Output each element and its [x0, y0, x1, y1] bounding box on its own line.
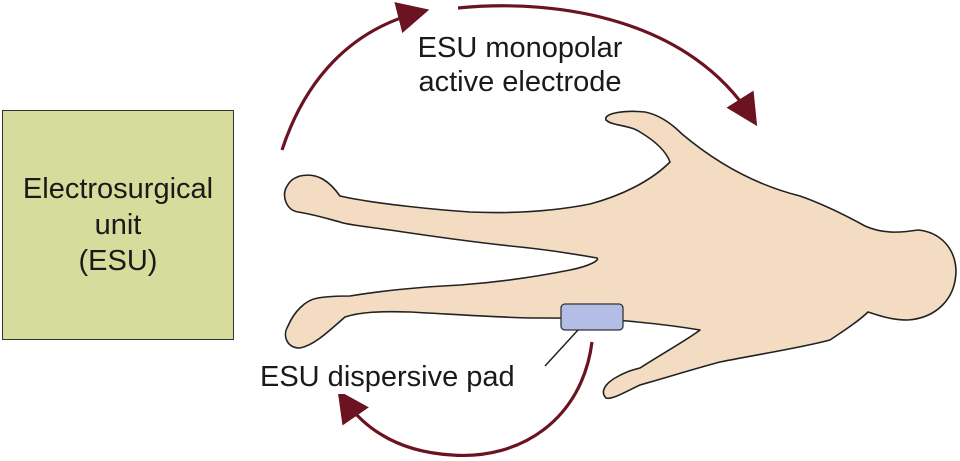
esu-label-line3: (ESU)	[78, 245, 158, 277]
active-electrode-label-line2: active electrode	[418, 66, 622, 98]
dispersive-pad-leader	[544, 329, 579, 367]
esu-label-line1: Electrosurgical	[22, 173, 214, 205]
active-electrode-arrow-up	[280, 2, 430, 151]
patient-body	[283, 110, 957, 400]
active-electrode-arrow-down	[457, 4, 758, 127]
esu-label-line2: unit	[94, 209, 142, 241]
active-electrode-label: ESU monopolar active electrode	[400, 31, 640, 99]
electrosurgical-unit-box: Electrosurgical unit (ESU)	[2, 110, 234, 340]
active-electrode-label-line1: ESU monopolar	[417, 32, 623, 64]
return-path-arrow	[337, 341, 594, 458]
dispersive-pad	[560, 303, 624, 331]
dispersive-pad-label: ESU dispersive pad	[256, 360, 519, 394]
